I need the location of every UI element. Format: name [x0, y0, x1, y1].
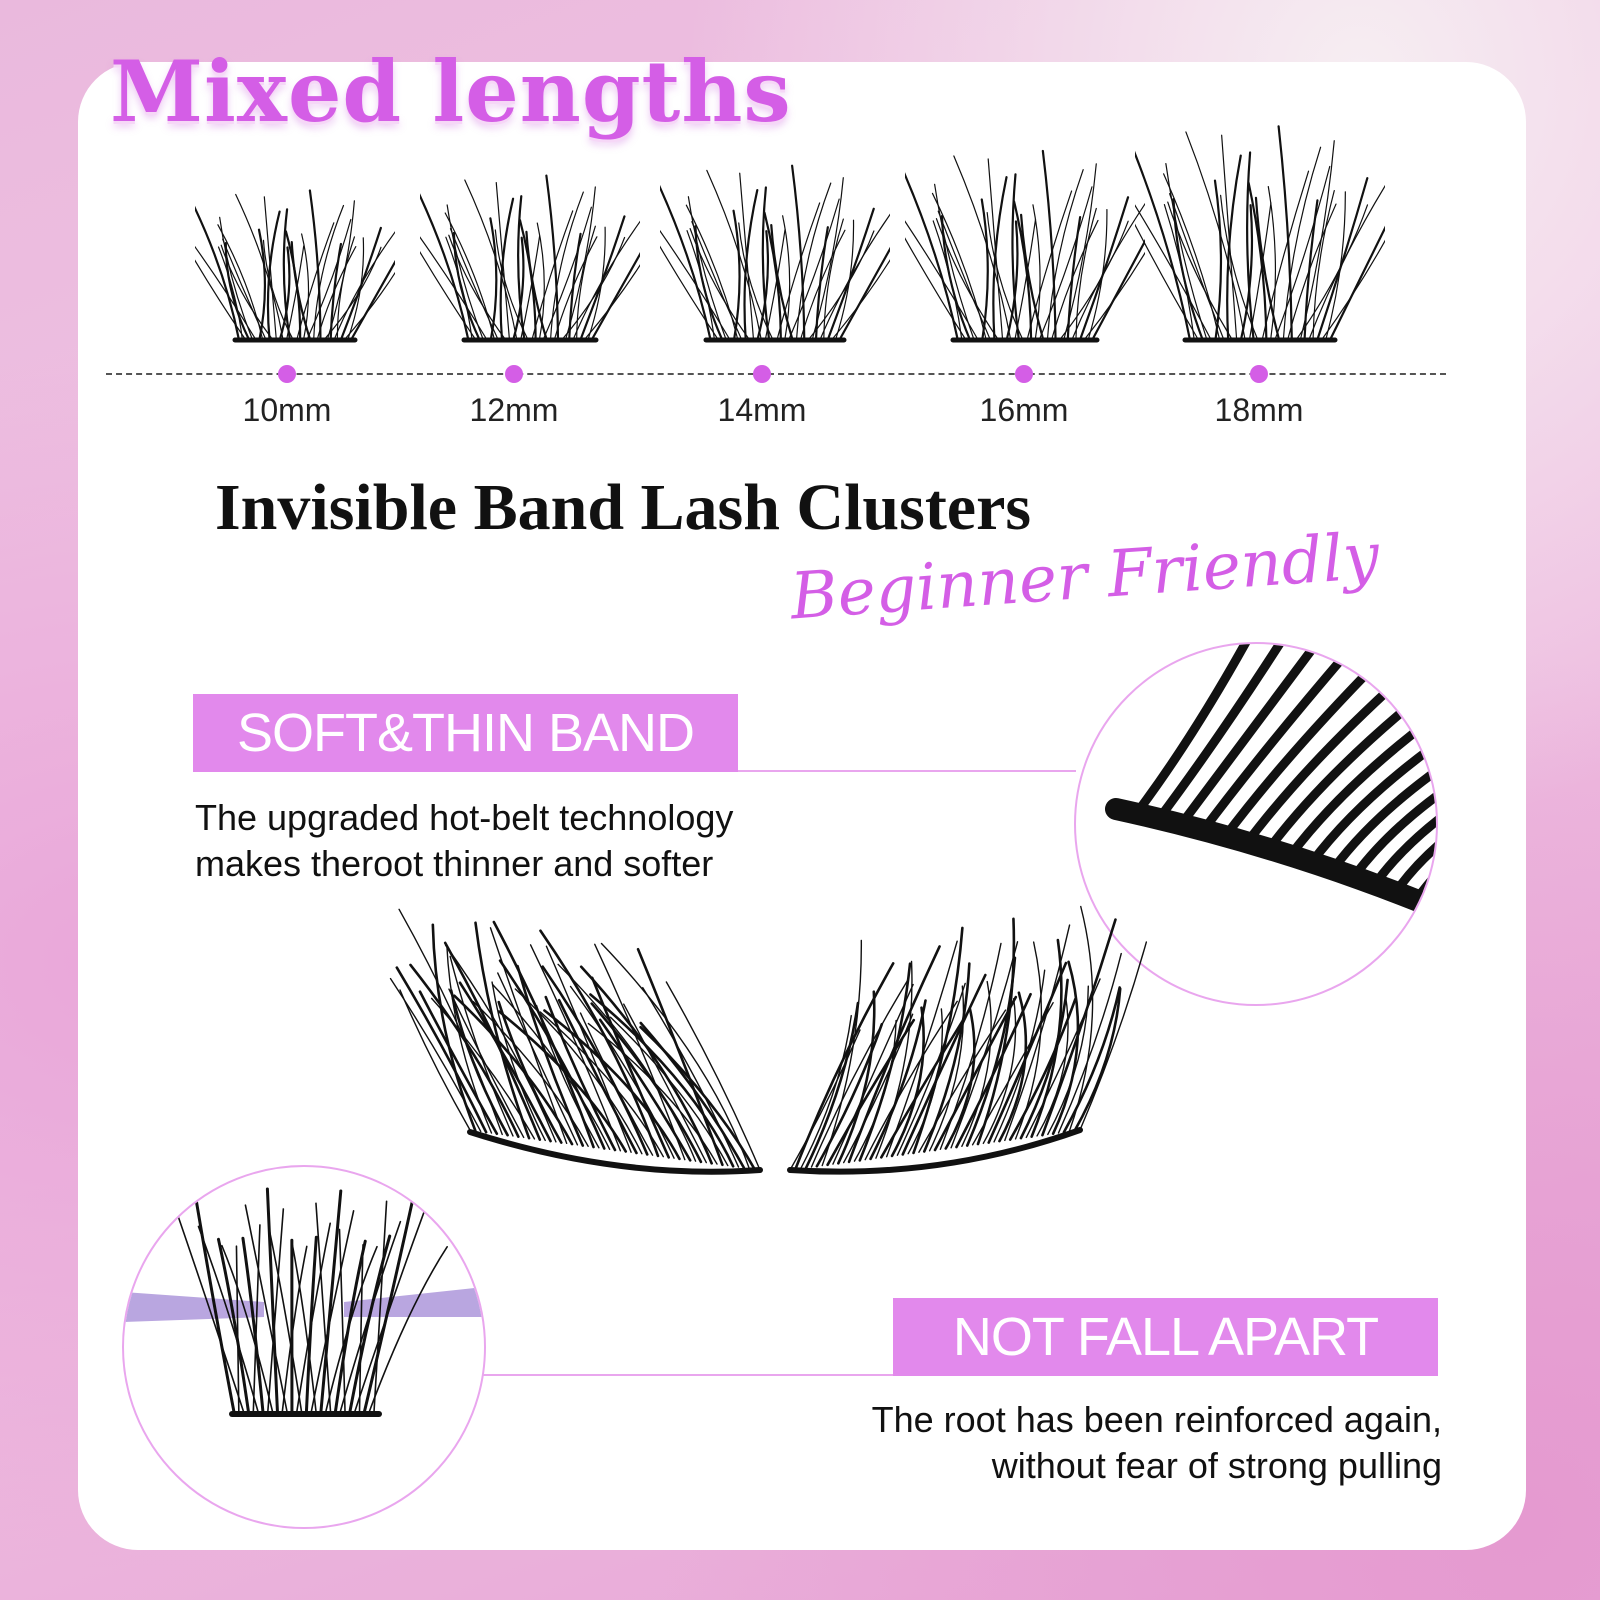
lash-pair-illustration [389, 905, 1148, 1175]
band-closeup-circle [1074, 642, 1438, 1006]
tick-14mm [753, 365, 771, 383]
connector-line-1 [738, 770, 1076, 772]
length-comparison: 10mm 12mm 14mm 16mm 18mm [0, 0, 1600, 440]
length-timeline [106, 373, 1446, 375]
tick-10mm [278, 365, 296, 383]
size-label-18mm: 18mm [1214, 392, 1304, 428]
size-label-10mm: 10mm [242, 392, 332, 428]
soft-thin-band-badge: SOFT&THIN BAND [193, 694, 738, 772]
tick-16mm [1015, 365, 1033, 383]
tweezer-lash-closeup [124, 1185, 484, 1417]
not-fall-apart-badge: NOT FALL APART [893, 1298, 1438, 1376]
product-subhead: Invisible Band Lash Clusters [215, 471, 1032, 544]
connector-line-2 [482, 1374, 893, 1376]
tick-12mm [505, 365, 523, 383]
size-label-12mm: 12mm [469, 392, 559, 428]
lash-band-closeup [1105, 644, 1436, 915]
lash-cluster-10mm [195, 189, 395, 343]
tweezer-closeup-circle [122, 1165, 486, 1529]
lash-cluster-18mm [1135, 125, 1385, 343]
size-label-14mm: 14mm [717, 392, 807, 428]
lash-cluster-16mm [905, 149, 1145, 343]
tick-18mm [1250, 365, 1268, 383]
lash-cluster-12mm [420, 174, 640, 343]
size-label-16mm: 16mm [979, 392, 1069, 428]
soft-thin-band-description: The upgraded hot-belt technology makes t… [195, 797, 734, 884]
headline: Mixed lengths [110, 42, 792, 141]
not-fall-apart-description: The root has been reinforced again, with… [871, 1399, 1442, 1486]
lash-cluster-14mm [660, 164, 890, 343]
